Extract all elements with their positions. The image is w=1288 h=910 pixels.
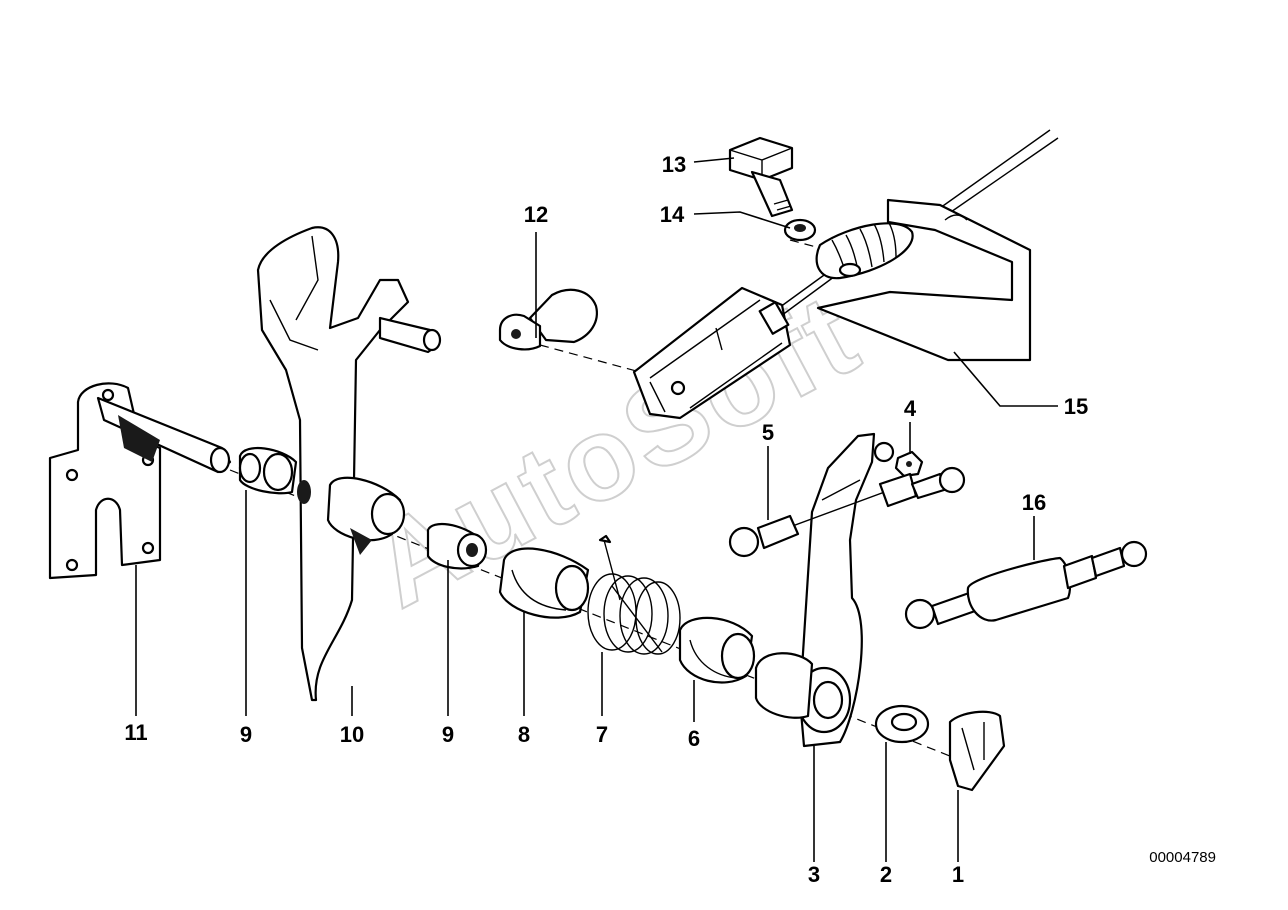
part-2-washer (874, 704, 930, 744)
part-5-push-rod (728, 466, 966, 558)
part-1-clip (948, 710, 1006, 792)
spring-boot (764, 220, 914, 325)
callout-8: 8 (518, 722, 530, 747)
callout-labels: 1 2 3 4 5 6 7 8 9 10 9 11 12 13 14 15 16 (124, 152, 1088, 887)
callout-4: 4 (904, 396, 917, 421)
callout-15: 15 (1064, 394, 1088, 419)
clevis-fork (632, 286, 792, 420)
part-3-lever (754, 432, 895, 748)
callout-10: 10 (340, 722, 364, 747)
watermark: AutoSoft (350, 268, 880, 633)
part-6-bushing (678, 616, 756, 684)
callout-6: 6 (688, 726, 700, 751)
callout-5: 5 (762, 420, 774, 445)
lever-sleeve (326, 476, 406, 555)
callout-9-left: 9 (240, 722, 252, 747)
callout-1: 1 (952, 862, 964, 887)
part-15-bracket (816, 129, 1059, 362)
part-16-rod-assembly (904, 540, 1148, 630)
callout-3: 3 (808, 862, 820, 887)
callout-2: 2 (880, 862, 892, 887)
part-11-plate (48, 382, 232, 580)
part-14-washer (783, 218, 817, 242)
leader-lines (135, 157, 1058, 862)
part-9-bushing-right (426, 523, 488, 570)
callout-14: 14 (660, 202, 685, 227)
assembly-axis-lines (229, 239, 961, 761)
part-4-nut (894, 450, 924, 478)
part-12-clip (498, 288, 598, 351)
part-13-bolt (728, 136, 794, 218)
document-id: 00004789 (1149, 849, 1216, 866)
part-7-spring (587, 534, 681, 655)
callout-12: 12 (524, 202, 548, 227)
callout-16: 16 (1022, 490, 1046, 515)
callout-9-right: 9 (442, 722, 454, 747)
part-10-lever (256, 226, 442, 702)
part-9-bushing-left (238, 447, 298, 495)
callout-7: 7 (596, 722, 608, 747)
callout-13: 13 (662, 152, 686, 177)
part-8-bushing (498, 547, 590, 619)
callout-11: 11 (124, 720, 147, 745)
